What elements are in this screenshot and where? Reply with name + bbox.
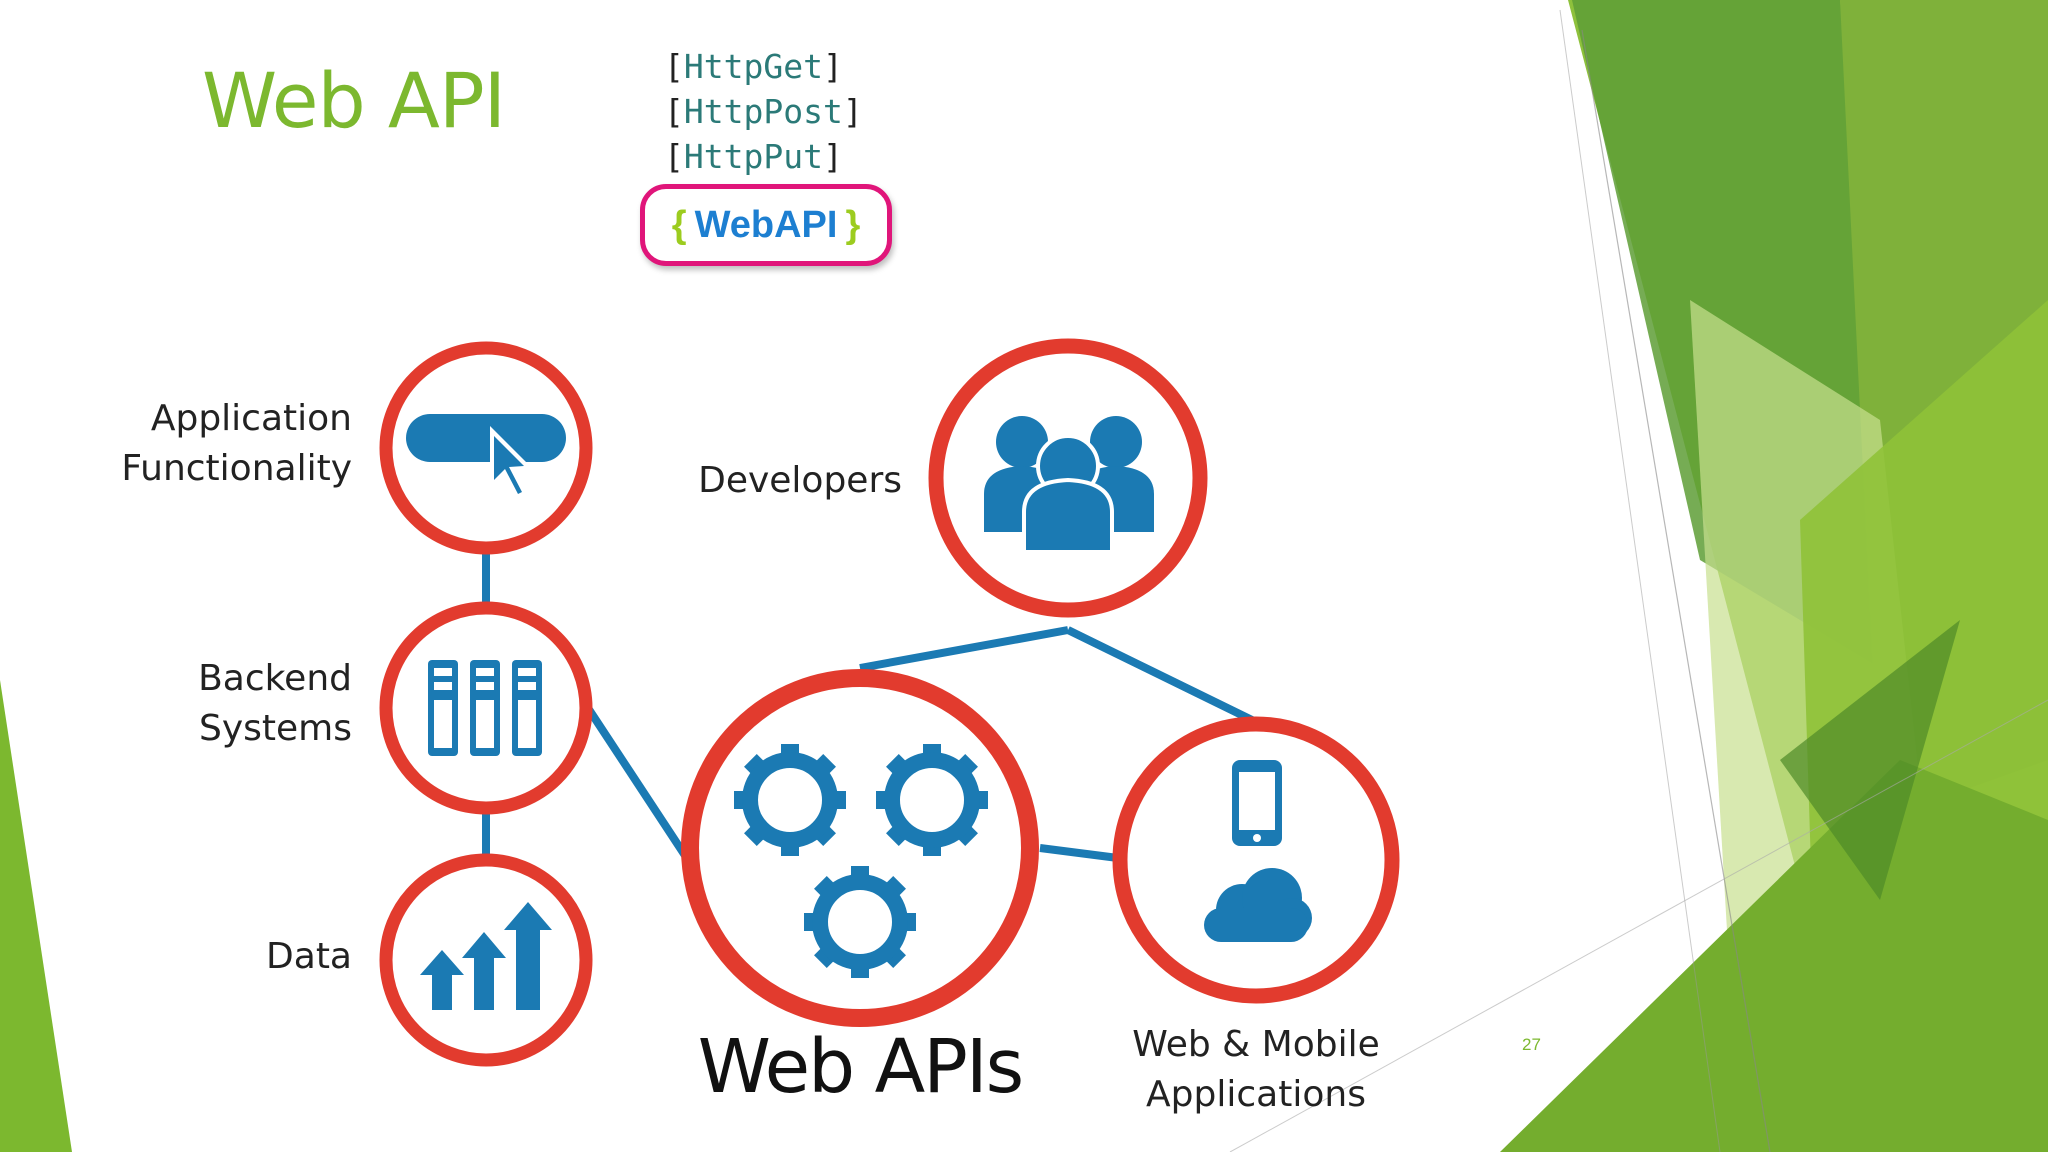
badge-close-brace: } (845, 203, 861, 246)
label-data: Data (266, 936, 352, 977)
gears-icon (734, 744, 988, 978)
link-backend-webapis (584, 705, 692, 863)
label-web-apis: Web APIs (697, 1024, 1024, 1110)
badge-open-brace: { (671, 203, 687, 246)
phone-cloud-icon (1204, 760, 1312, 942)
user-group-icon (984, 416, 1154, 554)
code-line: [HttpGet] (664, 47, 843, 86)
code-line: [HttpPost] (664, 92, 863, 131)
connector-lines (482, 550, 1258, 863)
cloud-icon (1204, 868, 1312, 942)
cursor-on-bar-icon (406, 414, 566, 502)
link-webapis-developers (859, 626, 1069, 672)
right-green-facets (1229, 0, 2048, 1152)
label-developers: Developers (698, 460, 902, 501)
ring-apps (1112, 716, 1400, 1004)
left-green-facet (0, 680, 72, 1152)
http-attributes: [HttpGet] [HttpPost] [HttpPut] (664, 44, 863, 179)
rising-arrows-icon (420, 902, 552, 1010)
slide-title: Web API (202, 56, 506, 145)
page-number: 27 (1522, 1035, 1541, 1054)
label-web-mobile-applications: Web & Mobile Applications (1132, 1024, 1380, 1115)
link-developers-apps (1066, 626, 1258, 726)
server-rack-icon (428, 660, 542, 756)
label-backend-systems: Backend Systems (198, 658, 352, 749)
label-application-functionality: Application Functionality (121, 398, 352, 489)
code-line: [HttpPut] (664, 137, 843, 176)
link-webapis-apps (1039, 844, 1119, 862)
badge-text: WebAPI (694, 203, 838, 246)
webapi-badge: { WebAPI } (640, 184, 892, 266)
